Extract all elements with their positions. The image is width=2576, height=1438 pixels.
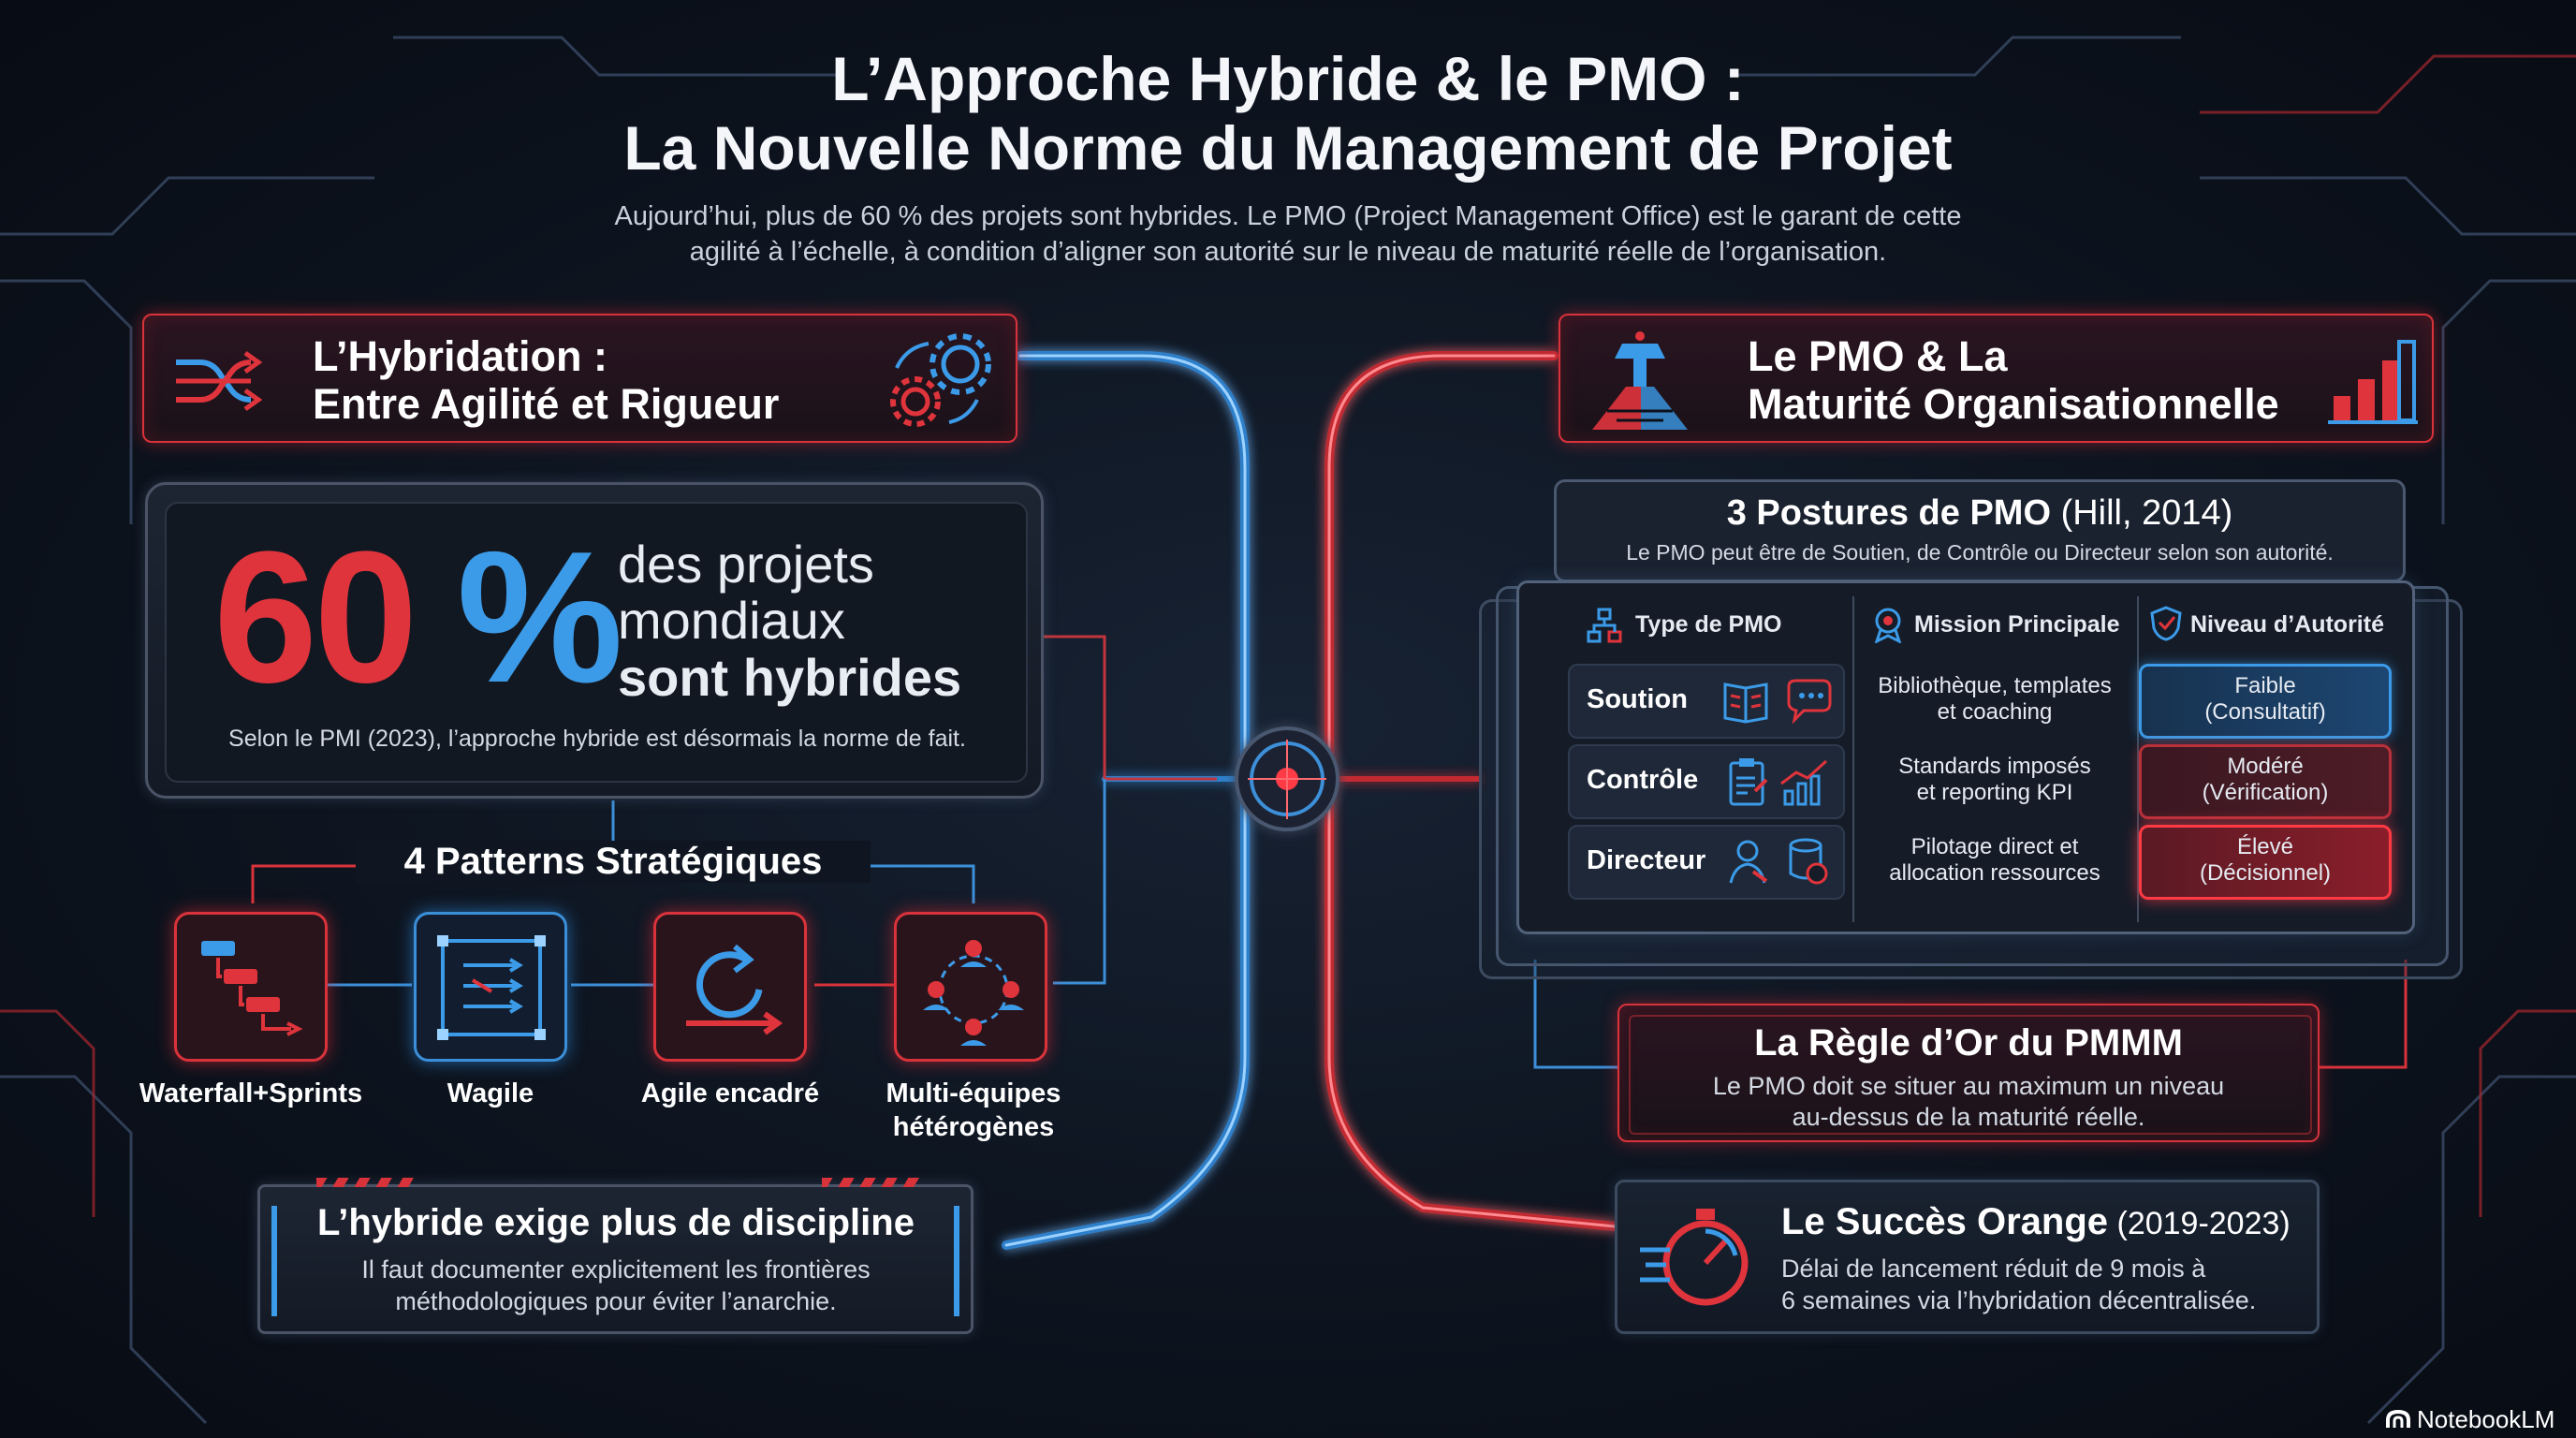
stat-line2: mondiaux	[618, 591, 845, 651]
table-row: Soution Bibliothèque, templates et coach…	[1568, 664, 2392, 739]
row-level-line1: Modéré	[2227, 754, 2304, 779]
pattern-label-waterfall: Waterfall+Sprints	[139, 1078, 363, 1108]
row-mission-line1: Bibliothèque, templates	[1878, 673, 2112, 698]
control-tower-icon	[1592, 331, 1688, 430]
brand-name: NotebookLM	[2417, 1404, 2555, 1433]
row-type-soutien: Soution	[1587, 684, 1688, 714]
page-title-line2: La Nouvelle Norme du Management de Proje…	[623, 112, 1953, 183]
team-network-icon	[923, 940, 1024, 1046]
pmo-header-panel: Le PMO & La Maturité Organisationnelle	[1559, 314, 2434, 443]
rule-line2: au-dessus de la maturité réelle.	[1792, 1102, 2145, 1131]
stat-percent: %	[457, 513, 623, 722]
col-header-type: Type de PMO	[1635, 611, 1782, 638]
gears-icon	[890, 333, 991, 427]
discipline-line1: Il faut documenter explicitement les fro…	[361, 1255, 871, 1284]
row-mission-line2: allocation ressources	[1889, 860, 2100, 887]
rule-title: La Règle d’Or du PMMM	[1754, 1022, 2183, 1064]
brand-footer: NotebookLM	[2385, 1404, 2554, 1434]
authority-badge-high	[2139, 825, 2392, 900]
kanban-grid-icon	[437, 935, 546, 1040]
pattern-label-wagile: Wagile	[446, 1078, 534, 1108]
row-type-directeur: Directeur	[1587, 845, 1706, 875]
authority-badge-mid	[2139, 744, 2392, 819]
bar-chart-icon	[2328, 340, 2418, 424]
book-chat-icon	[1723, 679, 1832, 725]
page-subtitle-line2: agilité à l’échelle, à condition d’align…	[689, 236, 1887, 267]
hybridation-header-panel: L’Hybridation : Entre Agilité et Rigueur	[142, 314, 1017, 443]
pattern-waterfall-box	[174, 912, 328, 1062]
stat-line3: sont hybrides	[618, 647, 962, 707]
pmo-title-line1: Le PMO & La	[1748, 332, 2008, 380]
postures-subtitle: Le PMO peut être de Soutien, de Contrôle…	[1626, 540, 2334, 565]
central-hub	[1235, 726, 1339, 831]
rule-line1: Le PMO doit se situer au maximum un nive…	[1712, 1072, 2225, 1100]
row-type-controle: Contrôle	[1587, 765, 1699, 795]
rule-panel: La Règle d’Or du PMMM Le PMO doit se sit…	[1617, 1004, 2320, 1142]
stat-line1: des projets	[618, 535, 874, 594]
steering-database-icon	[1729, 838, 1828, 885]
postures-title: 3 Postures de PMO	[1726, 493, 2052, 533]
authority-badge-low	[2139, 664, 2392, 739]
col-header-authority: Niveau d’Autorité	[2190, 611, 2384, 638]
table-row: Contrôle Standards imposés et reporting …	[1568, 744, 2392, 819]
row-mission-line1: Standards imposés	[1898, 754, 2091, 779]
shuffle-arrows-icon	[176, 350, 262, 412]
row-mission-line1: Pilotage direct et	[1910, 834, 2079, 859]
postures-table: Type de PMO Mission Principale Niveau d’…	[1516, 580, 2415, 934]
discipline-line2: méthodologiques pour éviter l’anarchie.	[395, 1286, 837, 1315]
award-badge-icon	[1874, 608, 1902, 643]
stat-number: 60	[213, 513, 417, 722]
orange-line2: 6 semaines via l’hybridation décentralis…	[1781, 1285, 2257, 1314]
stopwatch-icon	[1640, 1209, 1749, 1306]
pattern-label-multiteam: Multi-équipes hétérogènes	[886, 1078, 1061, 1143]
clipboard-chart-icon	[1729, 758, 1828, 806]
patterns-title: 4 Patterns Stratégiques	[356, 841, 871, 883]
discipline-title: L’hybride exige plus de discipline	[317, 1202, 915, 1243]
orange-years: (2019-2023)	[2108, 1206, 2291, 1241]
pmo-title-line2: Maturité Organisationnelle	[1748, 380, 2279, 429]
pattern-wagile-box	[414, 912, 567, 1062]
orange-success-panel: Le Succès Orange (2019-2023) Délai de la…	[1615, 1180, 2320, 1334]
shield-icon	[2150, 606, 2182, 641]
row-mission-line2: et reporting KPI	[1916, 780, 2073, 806]
page-subtitle-line1: Aujourd’hui, plus de 60 % des projets so…	[614, 201, 1962, 231]
pattern-multiteam-box	[894, 912, 1047, 1062]
row-level-line1: Faible	[2234, 673, 2296, 698]
orange-title: Le Succès Orange	[1781, 1201, 2109, 1242]
hybridation-title-line1: L’Hybridation :	[313, 332, 607, 380]
row-level-line2: (Vérification)	[2202, 780, 2329, 806]
col-header-mission: Mission Principale	[1914, 611, 2120, 638]
hybridation-title-line2: Entre Agilité et Rigueur	[313, 380, 780, 429]
row-level-line2: (Consultatif)	[2204, 699, 2326, 726]
table-row: Directeur Pilotage direct et allocation …	[1568, 825, 2392, 900]
pattern-agile-box	[653, 912, 807, 1062]
page-title-line1: L’Approche Hybride & le PMO :	[831, 44, 1745, 113]
hierarchy-icon	[1587, 608, 1622, 643]
waterfall-steps-icon	[201, 941, 303, 1036]
row-mission-line2: et coaching	[1937, 699, 2053, 726]
cycle-arrow-icon	[686, 944, 783, 1035]
discipline-panel: L’hybride exige plus de discipline Il fa…	[257, 1178, 973, 1334]
stat-panel: 60 % des projets mondiaux sont hybrides …	[145, 482, 1044, 799]
postures-title-panel: 3 Postures de PMO (Hill, 2014) Le PMO pe…	[1554, 479, 2406, 582]
notebooklm-logo-icon	[2386, 1409, 2410, 1428]
pattern-label-agile: Agile encadré	[640, 1078, 820, 1108]
row-level-line1: Élevé	[2236, 834, 2294, 859]
stat-caption: Selon le PMI (2023), l’approche hybride …	[228, 726, 966, 752]
postures-citation: (Hill, 2014)	[2051, 493, 2233, 533]
orange-line1: Délai de lancement réduit de 9 mois à	[1781, 1255, 2206, 1283]
row-level-line2: (Décisionnel)	[2199, 860, 2332, 887]
